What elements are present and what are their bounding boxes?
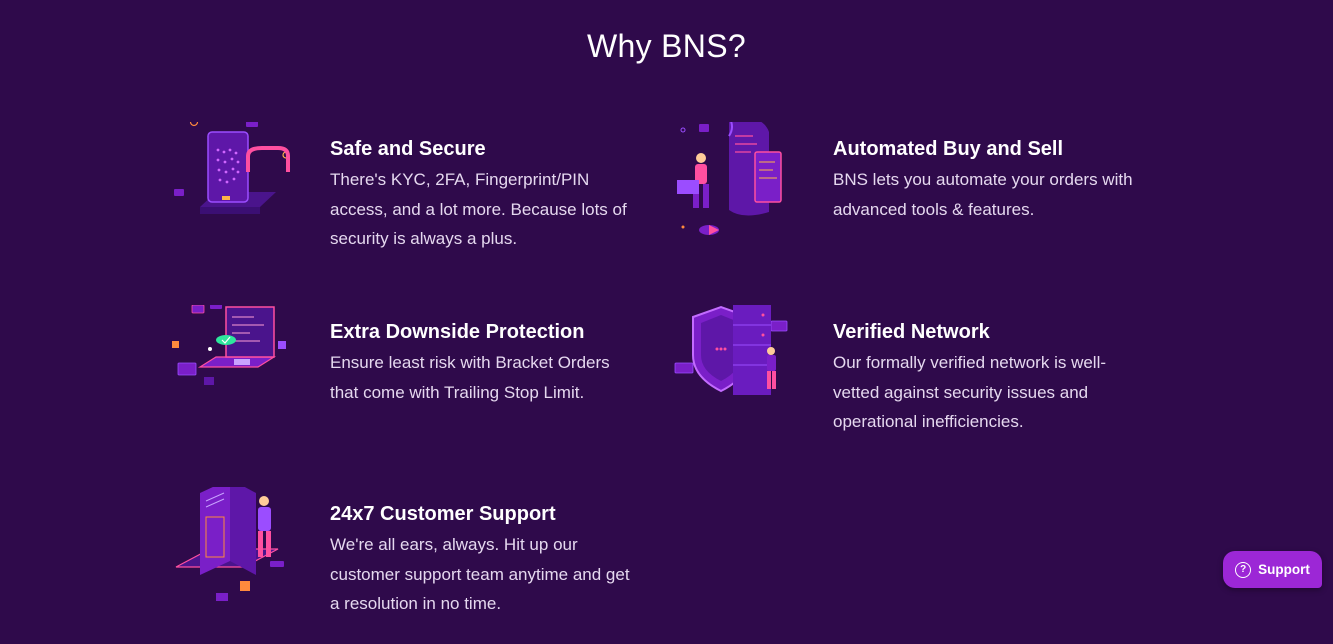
feature-description: Our formally verified network is well-ve… bbox=[833, 353, 1107, 431]
feature-customer-support: 24x7 Customer Support We're all ears, al… bbox=[170, 487, 650, 642]
feature-safe-and-secure: Safe and Secure There's KYC, 2FA, Finger… bbox=[170, 122, 650, 277]
support-person-server-illustration bbox=[175, 487, 284, 601]
help-icon: ? bbox=[1235, 561, 1252, 578]
feature-description: Ensure least risk with Bracket Orders th… bbox=[330, 353, 610, 402]
feature-description: There's KYC, 2FA, Fingerprint/PIN access… bbox=[330, 170, 627, 248]
feature-verified-network: Verified Network Our formally verified n… bbox=[673, 305, 1153, 460]
feature-description: BNS lets you automate your orders with a… bbox=[833, 170, 1133, 219]
feature-description: We're all ears, always. Hit up our custo… bbox=[330, 535, 630, 613]
feature-title: 24x7 Customer Support bbox=[330, 503, 556, 525]
feature-title: Extra Downside Protection bbox=[330, 321, 585, 343]
feature-downside-protection: Extra Downside Protection Ensure least r… bbox=[170, 305, 650, 460]
support-button-label: Support bbox=[1258, 562, 1310, 577]
section-heading: Why BNS? bbox=[587, 28, 746, 64]
laptop-protection-illustration bbox=[172, 305, 286, 385]
feature-title: Safe and Secure bbox=[330, 138, 486, 160]
secure-lock-phone-illustration bbox=[174, 122, 290, 214]
shield-server-illustration bbox=[674, 305, 788, 395]
feature-title: Automated Buy and Sell bbox=[833, 138, 1064, 160]
support-button[interactable]: ? Support bbox=[1223, 551, 1322, 588]
feature-title: Verified Network bbox=[833, 321, 990, 343]
automation-person-laptop-illustration bbox=[677, 122, 782, 235]
feature-automated-buy-sell: Automated Buy and Sell BNS lets you auto… bbox=[673, 122, 1153, 277]
